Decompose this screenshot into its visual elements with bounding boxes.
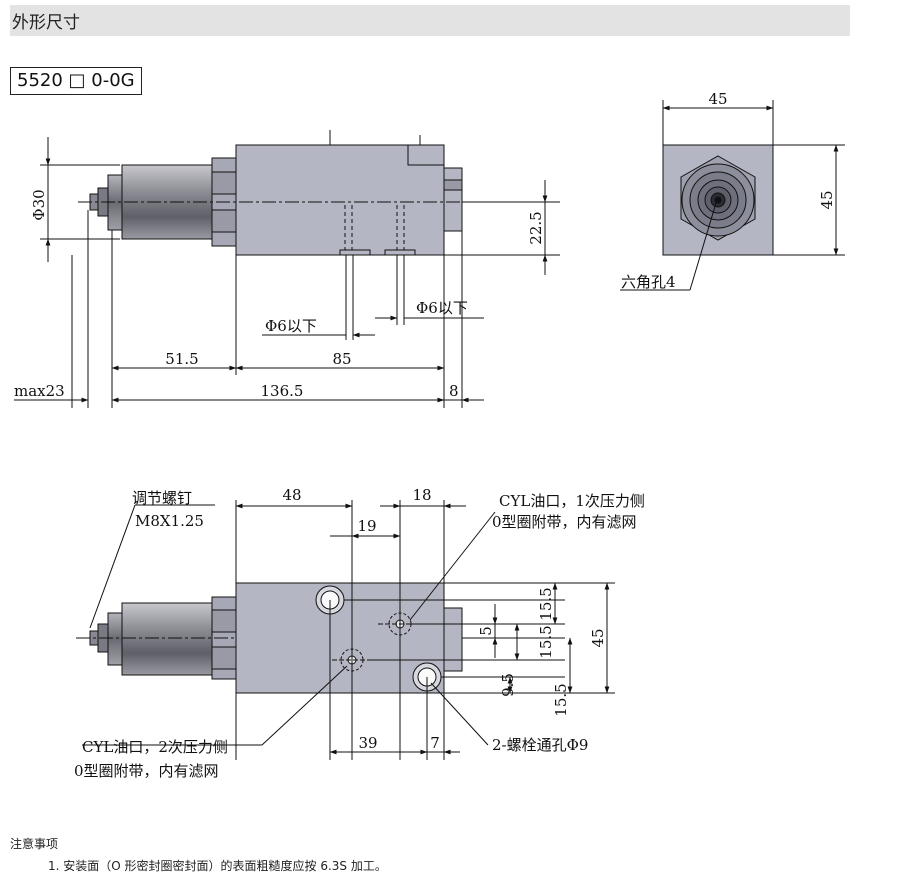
hex-socket-label: 六角孔4 [621,273,676,291]
bottom-view [76,500,615,760]
end-plug [443,167,463,232]
bolt-hole-label: 2-螺栓通孔Φ9 [492,736,588,754]
dim-19: 19 [357,517,376,535]
dim-51-5: 51.5 [165,350,198,368]
header-bar [10,5,850,36]
port2-oring-label: 0型圈附带，内有滤网 [74,762,219,780]
dim-39: 39 [358,734,377,752]
port1-oring-label: 0型圈附带，内有滤网 [492,513,637,531]
dim-48: 48 [282,486,301,504]
page-title: 外形尺寸 [12,13,80,33]
dim-15-5-bottom: 15.5 [552,683,570,716]
dim-9-5: 9.5 [499,673,517,697]
dim-phi30: Φ30 [30,189,48,220]
end-dim-width: 45 [708,90,727,108]
dim-18: 18 [412,486,431,504]
dim-15-5-mid: 15.5 [537,625,555,658]
port1-label: CYL油口，1次压力侧 [499,492,645,510]
dim-15-5-top: 15.5 [537,587,555,620]
dim-phi6-left: Φ6以下 [265,317,317,335]
dim-45-bottom: 45 [589,628,607,647]
dim-7: 7 [430,734,440,752]
side-view [14,130,560,408]
dim-phi6-right: Φ6以下 [416,299,468,317]
notes-title: 注意事项 [10,837,59,851]
notes-item-1: 1. 安装面（O 形密封圈密封面）的表面粗糙度应按 6.3S 加工。 [48,859,387,873]
dim-8: 8 [449,382,459,400]
dim-85: 85 [332,350,351,368]
dim-22-5: 22.5 [527,211,545,244]
port2-label: CYL油口，2次压力侧 [82,738,228,756]
adjust-screw-spec: M8X1.25 [135,512,204,530]
end-dim-height: 45 [818,190,836,209]
model-code: 5520 □ 0-0G [10,67,142,95]
dim-136-5: 136.5 [261,382,304,400]
dim-5: 5 [477,626,495,636]
dim-max23: max23 [14,382,65,400]
end-view [620,100,845,291]
adjust-screw-label: 调节螺钉 [132,489,192,507]
